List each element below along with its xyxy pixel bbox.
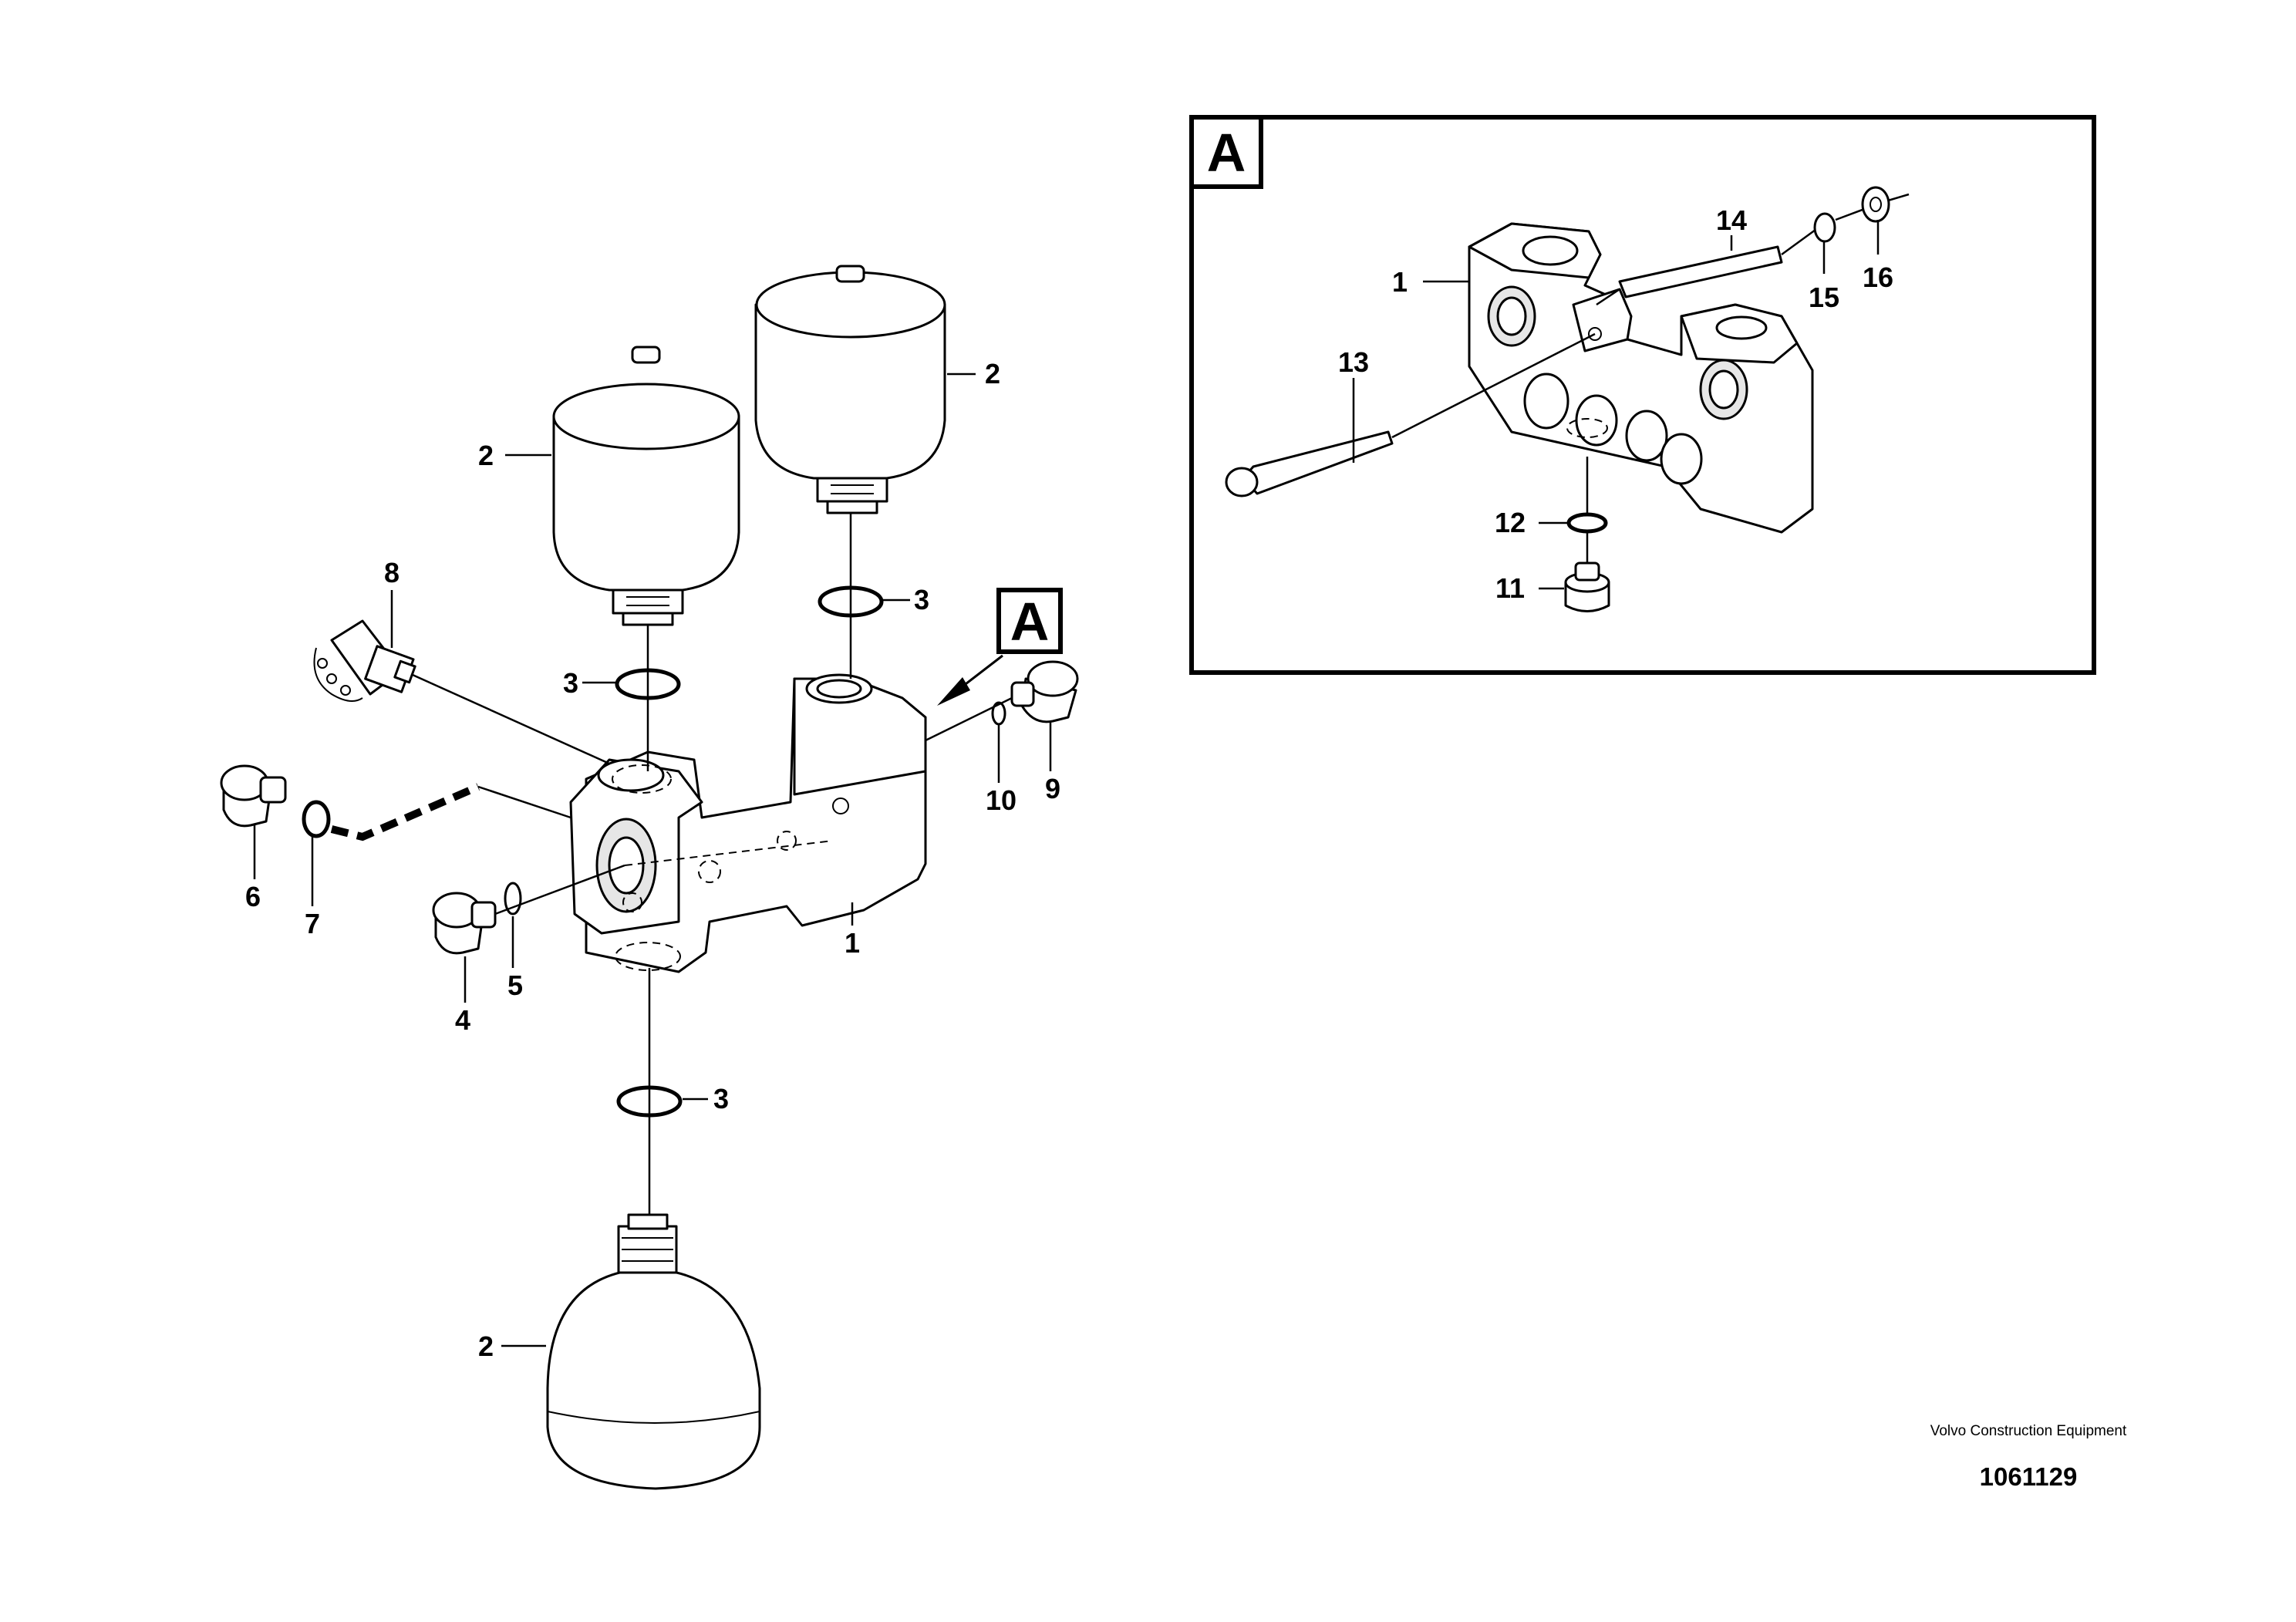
nut-16 — [1861, 186, 1910, 223]
callout-16: 16 — [1863, 261, 1893, 293]
detail-view-a: A — [1189, 115, 2096, 675]
document-number: 1061129 — [1979, 1462, 2078, 1491]
seal-10 — [991, 701, 1006, 726]
callout-4: 4 — [455, 1004, 470, 1036]
pin-14 — [1596, 226, 1819, 306]
plug-11 — [1564, 561, 1610, 612]
hose-dashed — [330, 783, 480, 841]
washer-15 — [1813, 212, 1836, 243]
assembly-lines — [412, 513, 1013, 1215]
callout-2-upper-right: 2 — [985, 358, 1000, 389]
callout-2-lower: 2 — [478, 1330, 494, 1362]
accumulator-upper-right — [754, 265, 946, 514]
detail-valve-block — [1468, 222, 1814, 534]
callouts-main: 2 2 2 3 3 3 1 4 5 6 7 8 10 9 — [245, 358, 1060, 1362]
view-letter-label: A — [1010, 592, 1050, 652]
valve-block — [569, 673, 927, 973]
callout-15: 15 — [1809, 282, 1839, 313]
callout-12: 12 — [1495, 507, 1526, 538]
washer-7 — [302, 800, 331, 838]
callout-7: 7 — [305, 908, 320, 939]
callout-14: 14 — [1716, 204, 1747, 236]
callout-11: 11 — [1495, 572, 1525, 604]
callout-1-main: 1 — [845, 927, 860, 959]
leader-lines — [253, 373, 1052, 1347]
callout-13: 13 — [1338, 346, 1369, 378]
detail-view-letter: A — [1207, 123, 1246, 183]
callout-8: 8 — [384, 557, 400, 588]
plug-6 — [220, 764, 287, 828]
callout-3-lower: 3 — [713, 1083, 729, 1114]
accumulator-lower — [546, 1213, 761, 1490]
callout-10: 10 — [986, 784, 1017, 816]
view-a-pointer: A — [937, 588, 1063, 706]
callout-3-left: 3 — [563, 667, 578, 699]
callout-9: 9 — [1045, 773, 1060, 804]
plug-9 — [1010, 660, 1079, 723]
callout-6: 6 — [245, 881, 261, 912]
bolt-13 — [1225, 332, 1596, 497]
washer-12 — [1566, 512, 1608, 534]
test-coupling-8 — [313, 619, 416, 702]
manufacturer-label: Volvo Construction Equipment — [1930, 1423, 2127, 1439]
callout-3-right: 3 — [914, 584, 929, 615]
callout-1-detail: 1 — [1392, 266, 1408, 298]
callout-2-upper-left: 2 — [478, 440, 494, 471]
accumulator-upper-left — [552, 346, 740, 626]
plug-4 — [432, 892, 497, 955]
callout-5: 5 — [507, 969, 523, 1001]
